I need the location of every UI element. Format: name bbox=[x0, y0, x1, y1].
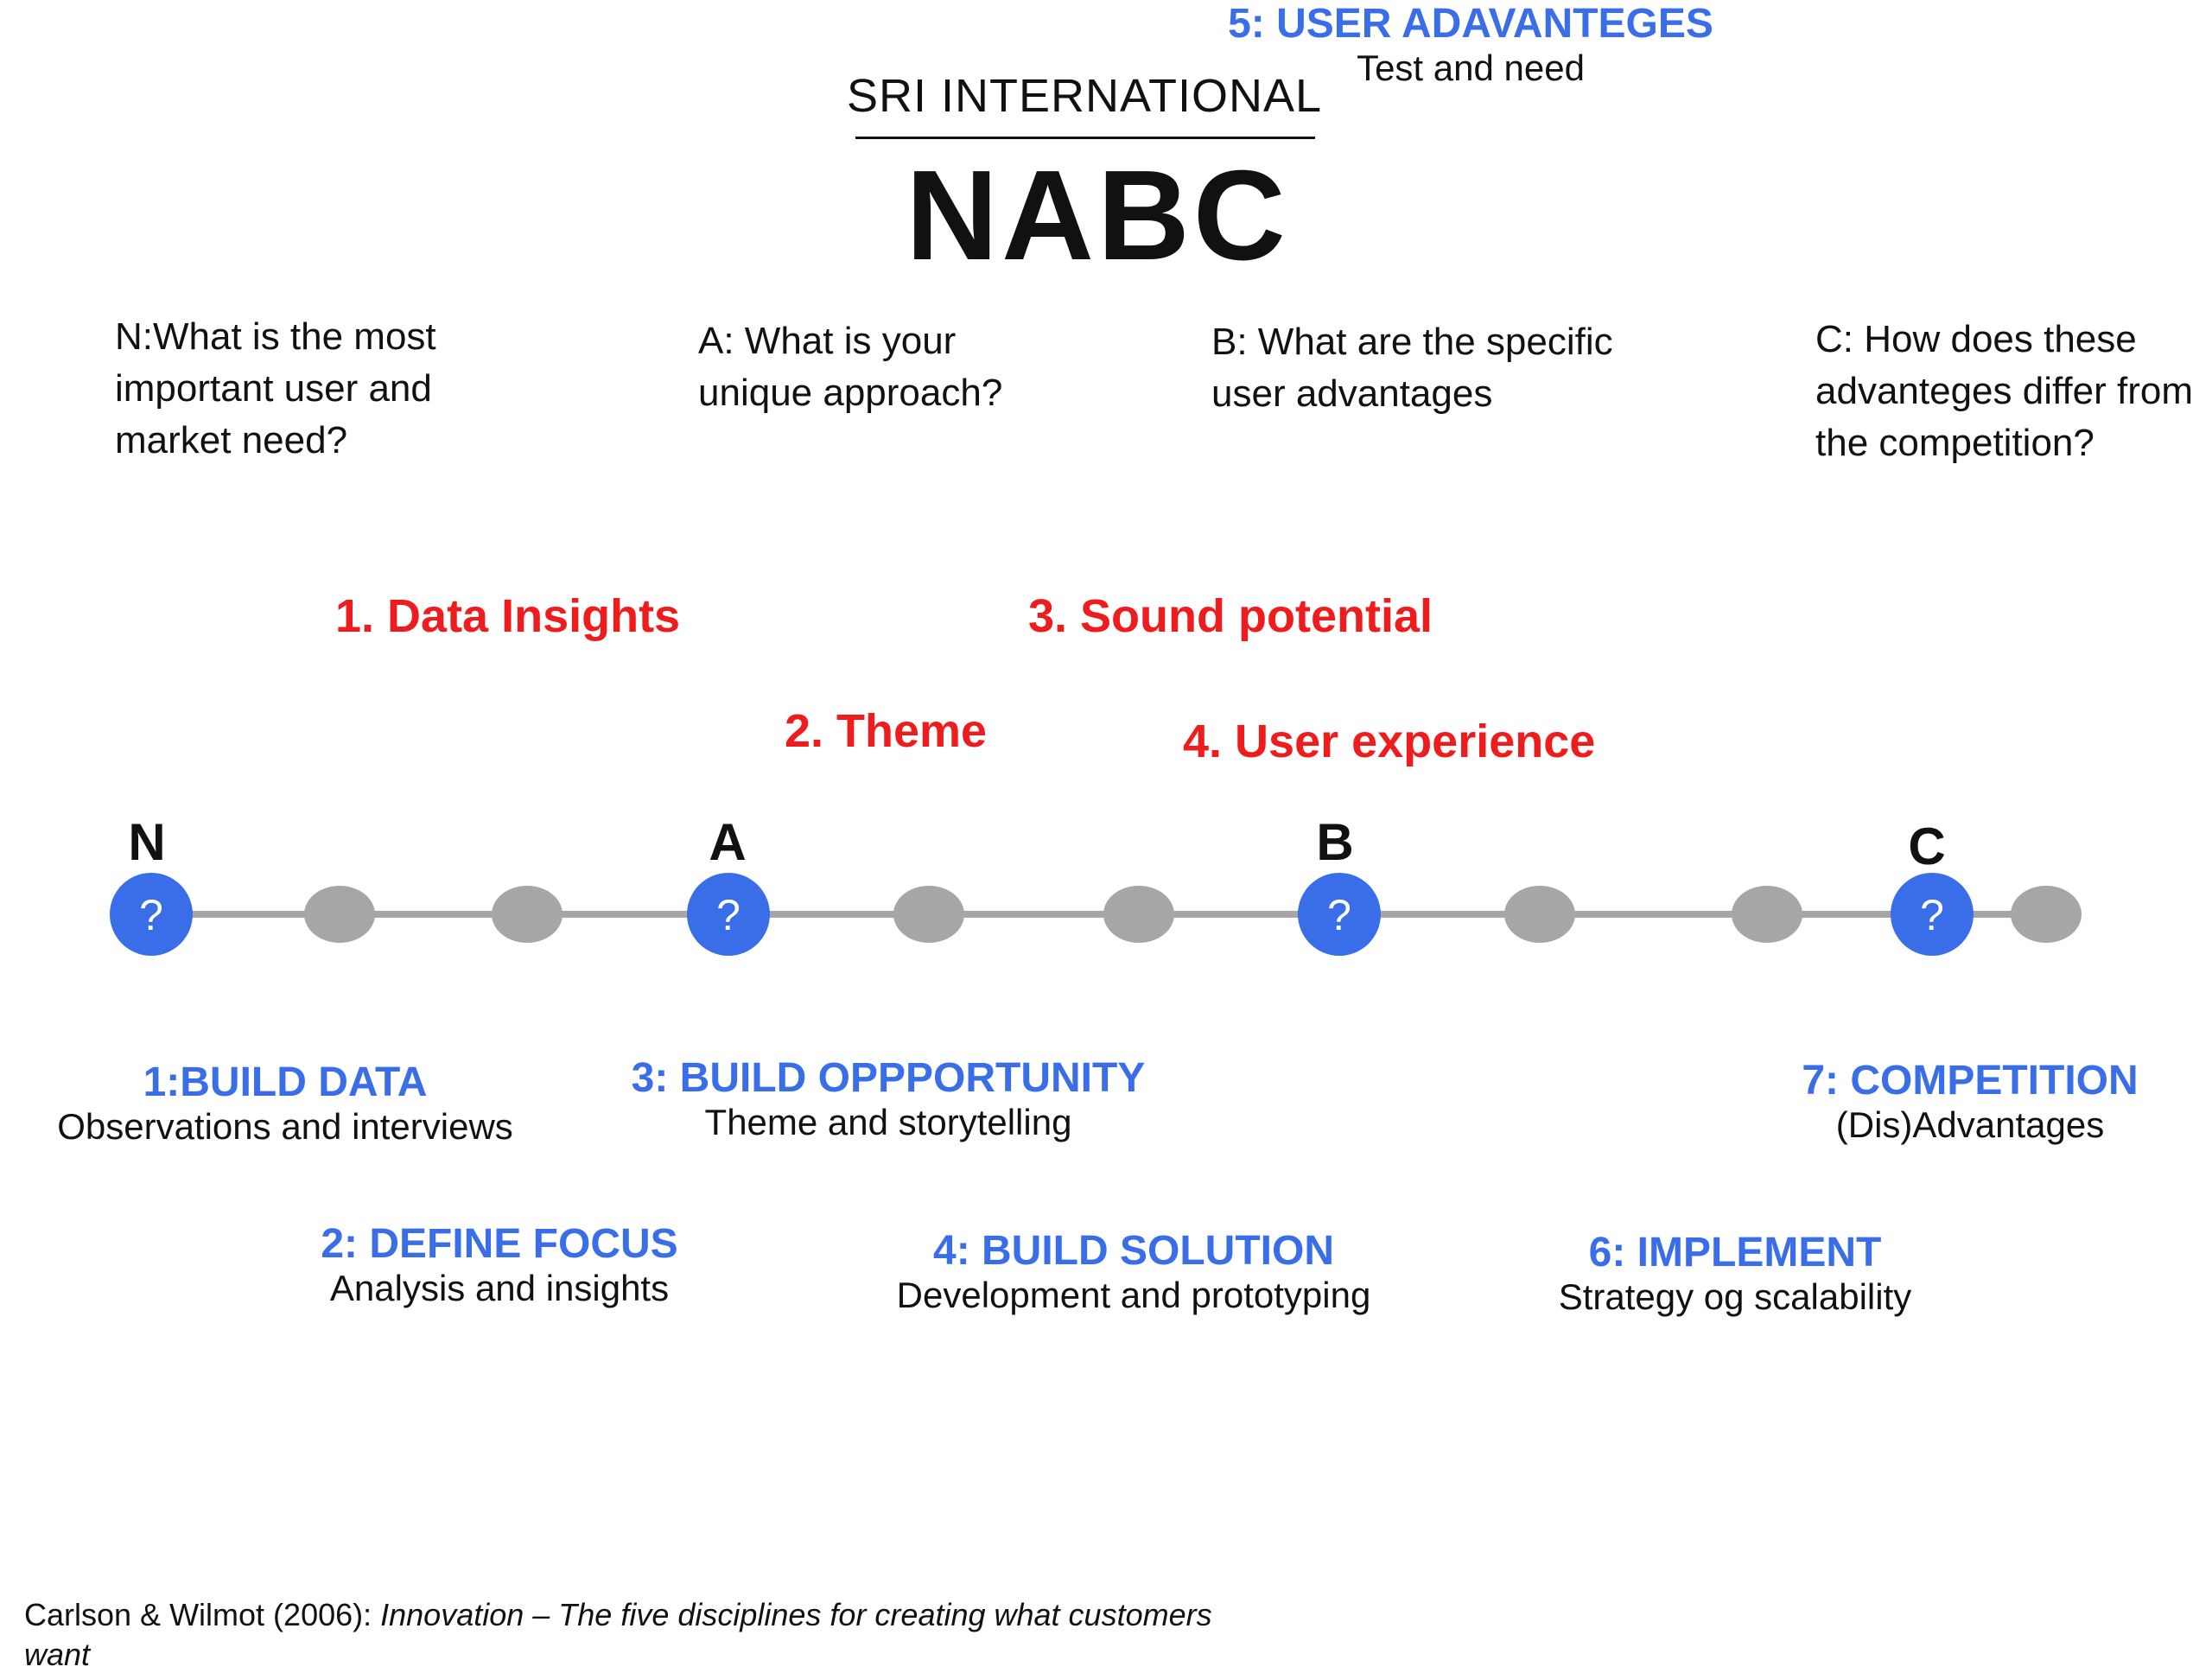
step-subtitle: Test and need bbox=[1357, 48, 1585, 88]
key-node-symbol: ? bbox=[716, 891, 741, 939]
step-subtitle: Strategy og scalability bbox=[1558, 1276, 1912, 1317]
question-line: C: How does these bbox=[1815, 318, 2137, 360]
step-5: 5: USER ADAVANTEGES Test and need bbox=[1168, 0, 1773, 89]
question-line: user advantages bbox=[1211, 372, 1493, 415]
question-b: B: What are the specific user advantages bbox=[1211, 316, 1613, 420]
step-2: 2: DEFINE FOCUS Analysis and insights bbox=[240, 1220, 759, 1309]
question-line: market need? bbox=[115, 419, 348, 461]
timeline-key-node: ? bbox=[687, 873, 770, 956]
citation: Carlson & Wilmot (2006): Innovation – Th… bbox=[24, 1597, 1212, 1672]
page-title: NABC bbox=[906, 144, 1289, 287]
node-letter-a: A bbox=[709, 813, 747, 871]
step-subtitle: Development and prototyping bbox=[896, 1275, 1371, 1315]
key-node-symbol: ? bbox=[139, 891, 163, 939]
step-4: 4: BUILD SOLUTION Development and protot… bbox=[831, 1227, 1436, 1316]
question-line: important user and bbox=[115, 367, 432, 410]
question-line: the competition? bbox=[1815, 422, 2094, 464]
key-node-symbol: ? bbox=[1920, 891, 1944, 939]
timeline-minor-node bbox=[2011, 886, 2082, 943]
timeline-minor-node bbox=[1504, 886, 1575, 943]
step-6: 6: IMPLEMENT Strategy og scalability bbox=[1476, 1229, 1994, 1318]
node-letter-n: N bbox=[128, 813, 166, 871]
step-title: 3: BUILD OPPPORTUNITY bbox=[631, 1055, 1146, 1101]
key-node-circle bbox=[1891, 873, 1974, 956]
step-1: 1:BUILD DATA Observations and interviews bbox=[26, 1059, 544, 1148]
highlight-theme: 2. Theme bbox=[785, 705, 988, 757]
node-letter-b: B bbox=[1316, 813, 1354, 871]
step-subtitle: Analysis and insights bbox=[329, 1268, 670, 1308]
step-title: 6: IMPLEMENT bbox=[1588, 1230, 1882, 1275]
timeline-minor-node bbox=[893, 886, 964, 943]
step-title: 1:BUILD DATA bbox=[143, 1059, 428, 1105]
step-subtitle: (Dis)Advantages bbox=[1835, 1104, 2105, 1145]
key-node-symbol: ? bbox=[1327, 891, 1351, 939]
timeline-minor-node bbox=[492, 886, 563, 943]
question-n: N:What is the most important user and ma… bbox=[115, 311, 436, 467]
key-node-circle bbox=[1298, 873, 1381, 956]
question-a: A: What is your unique approach? bbox=[698, 315, 1002, 419]
highlight-data-insights: 1. Data Insights bbox=[335, 590, 681, 642]
node-letter-c: C bbox=[1908, 817, 1946, 875]
step-title: 2: DEFINE FOCUS bbox=[321, 1221, 678, 1267]
timeline-minor-node bbox=[304, 886, 375, 943]
question-line: unique approach? bbox=[698, 372, 1003, 414]
timeline-key-node: ? bbox=[110, 873, 193, 956]
key-node-circle bbox=[110, 873, 193, 956]
question-line: A: What is your bbox=[698, 320, 957, 362]
question-line: advanteges differ from bbox=[1815, 370, 2193, 412]
step-title: 5: USER ADAVANTEGES bbox=[1228, 1, 1713, 47]
step-subtitle: Theme and storytelling bbox=[704, 1102, 1072, 1142]
timeline-minor-node bbox=[1732, 886, 1802, 943]
highlight-user-experience: 4. User experience bbox=[1183, 716, 1596, 767]
step-3: 3: BUILD OPPPORTUNITY Theme and storytel… bbox=[586, 1054, 1191, 1143]
subtitle: SRI INTERNATIONAL bbox=[846, 70, 1323, 122]
citation-authors: Carlson & Wilmot (2006): bbox=[24, 1597, 381, 1632]
question-line: B: What are the specific bbox=[1211, 321, 1613, 363]
question-c: C: How does these advanteges differ from… bbox=[1815, 314, 2193, 469]
step-7: 7: COMPETITION (Dis)Advantages bbox=[1754, 1057, 2186, 1146]
highlight-sound-potential: 3. Sound potential bbox=[1028, 590, 1433, 642]
question-line: N:What is the most bbox=[115, 315, 436, 358]
title-divider bbox=[855, 137, 1315, 139]
step-title: 7: COMPETITION bbox=[1802, 1058, 2139, 1104]
citation-work-cont: want bbox=[24, 1637, 91, 1672]
citation-work: Innovation – The five disciplines for cr… bbox=[380, 1597, 1212, 1632]
timeline-minor-node bbox=[1103, 886, 1174, 943]
step-title: 4: BUILD SOLUTION bbox=[933, 1228, 1334, 1274]
key-node-circle bbox=[687, 873, 770, 956]
step-subtitle: Observations and interviews bbox=[57, 1106, 513, 1147]
timeline-key-node: ? bbox=[1891, 873, 1974, 956]
timeline-key-node: ? bbox=[1298, 873, 1381, 956]
